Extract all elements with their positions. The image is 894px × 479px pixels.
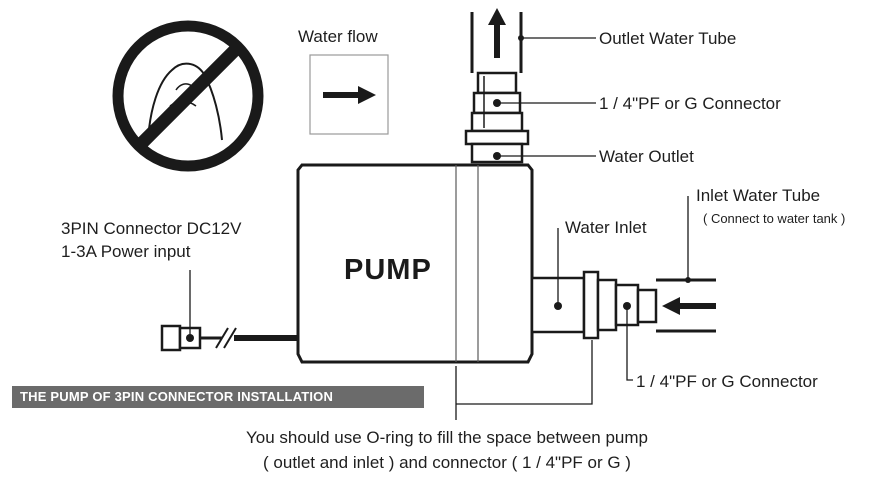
pump-label: PUMP [344, 254, 432, 286]
outlet-tube-label: Outlet Water Tube [599, 29, 737, 48]
power-label-line2: 1-3A Power input [61, 242, 191, 261]
prohibited-icon [112, 20, 264, 172]
water-outlet-label: Water Outlet [599, 147, 694, 166]
water-flow-label: Water flow [298, 27, 378, 46]
power-plug-icon [160, 324, 202, 352]
power-label-line1: 3PIN Connector DC12V [61, 219, 242, 238]
top-connector [464, 71, 530, 164]
inlet-tube-label: Inlet Water Tube [696, 186, 821, 205]
note-line1: You should use O-ring to fill the space … [246, 428, 648, 447]
pump-body [296, 163, 534, 364]
installation-banner: THE PUMP OF 3PIN CONNECTOR INSTALLATION [12, 386, 424, 408]
leader-lines [189, 37, 689, 420]
water-inlet-label: Water Inlet [565, 218, 647, 237]
water-flow-box [309, 54, 389, 135]
inlet-tube-note: ( Connect to water tank ) [703, 211, 846, 226]
flow-arrow-icon [323, 86, 376, 104]
note-line2: ( outlet and inlet ) and connector ( 1 /… [263, 453, 631, 472]
top-connector-label: 1 / 4"PF or G Connector [599, 94, 781, 113]
left-arrow-icon [662, 297, 716, 315]
power-cable [160, 324, 298, 352]
outlet-tube [470, 8, 523, 73]
leader-dots [518, 35, 691, 309]
up-arrow-icon [488, 8, 506, 58]
side-connector-label: 1 / 4"PF or G Connector [636, 372, 818, 391]
